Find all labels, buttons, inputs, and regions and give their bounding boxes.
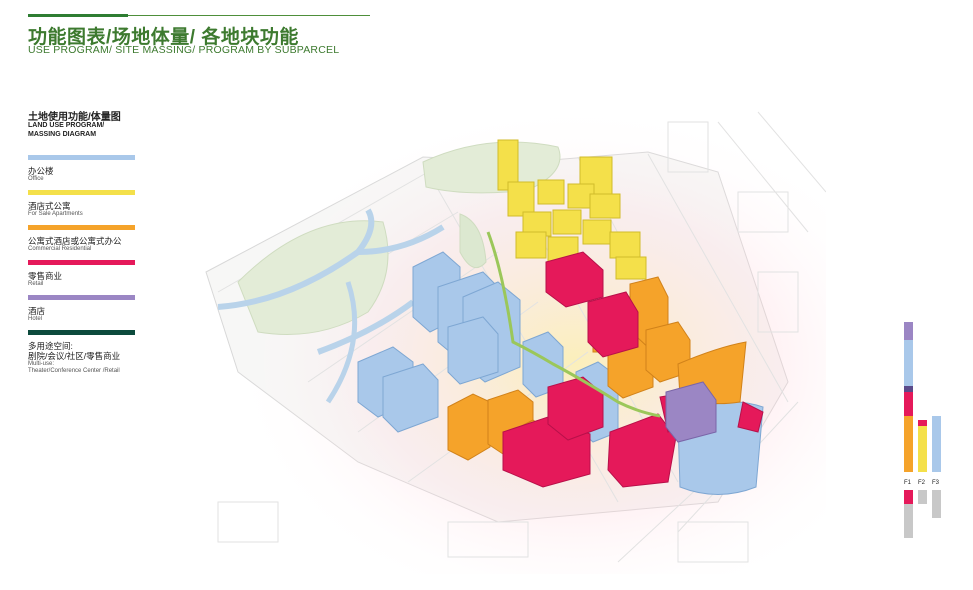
buildings-hotel	[665, 381, 717, 443]
header-rule-accent	[28, 14, 128, 17]
legend-label-cn: 零售商业	[28, 271, 63, 281]
column-f3	[932, 416, 941, 518]
legend-label-en: Retail	[28, 281, 44, 287]
massing-diagram	[198, 102, 826, 574]
segment-other	[932, 490, 941, 518]
section-subtitle-line2: MASSING DIAGRAM	[28, 131, 97, 138]
header-rule-line	[128, 15, 370, 16]
legend-label-cn-2: 剧院/会议/社区/零售商业	[28, 351, 121, 361]
segment-multi-use	[904, 386, 913, 392]
legend-label-en: For Sale Apartments	[28, 211, 83, 217]
legend-swatch	[28, 260, 135, 265]
legend-label-cn: 公寓式酒店或公寓式办公	[28, 236, 122, 246]
segment-retail	[904, 392, 913, 416]
legend-item-apartments: 酒店式公寓 For Sale Apartments	[28, 190, 138, 218]
segment-other	[918, 490, 927, 504]
legend-label-en: Office	[28, 176, 44, 182]
legend-swatch	[28, 330, 135, 335]
legend-label-cn: 多用途空间:	[28, 341, 73, 351]
legend-item-hotel: 酒店 Hotel	[28, 295, 138, 323]
segment-commercial-residential	[904, 416, 913, 472]
green-spine	[486, 231, 661, 418]
legend-item-multi-use: 多用途空间: 剧院/会议/社区/零售商业 Multi-use: Theater/…	[28, 330, 138, 375]
segment-office	[904, 340, 913, 386]
section-title: 土地使用功能/体量图	[28, 112, 121, 123]
segment-retail	[918, 420, 927, 426]
segment-hotel	[904, 322, 913, 340]
chart-label-f2: F2	[918, 480, 926, 486]
segment-retail-lower	[904, 490, 913, 504]
legend-label-en-2: Theater/Conference Center /Retail	[28, 368, 120, 374]
legend-swatch	[28, 190, 135, 195]
chart-label-f3: F3	[932, 480, 940, 486]
section-subtitle: LAND USE PROGRAM/ MASSING DIAGRAM	[28, 121, 168, 139]
legend-item-retail: 零售商业 Retail	[28, 260, 138, 288]
legend-swatch	[28, 295, 135, 300]
column-f2	[918, 420, 927, 504]
parks-and-water	[217, 141, 561, 404]
segment-apartments	[918, 426, 927, 472]
legend-label-en: Hotel	[28, 316, 43, 322]
legend-swatch	[28, 225, 135, 230]
legend-label-en: Commercial Residential	[28, 246, 92, 252]
legend-label-cn: 酒店	[28, 306, 46, 316]
legend-label-cn: 酒店式公寓	[28, 201, 71, 211]
segment-other	[904, 504, 913, 538]
legend-label-en: Multi-use:	[28, 361, 55, 367]
legend-item-office: 办公楼 Office	[28, 155, 138, 183]
legend-label-cn: 办公楼	[28, 166, 54, 176]
page-subtitle: USE PROGRAM/ SITE MASSING/ PROGRAM BY SU…	[28, 44, 340, 56]
page-title: 功能图表/场地体量/ 各地块功能	[28, 27, 299, 48]
floor-area-chart: F1 F2 F3	[904, 322, 941, 538]
chart-label-f1: F1	[904, 480, 912, 486]
segment-office	[932, 416, 941, 472]
header-rule	[28, 14, 370, 17]
legend-swatch	[28, 155, 135, 160]
legend-item-commercial-residential: 公寓式酒店或公寓式办公 Commercial Residential	[28, 225, 138, 253]
column-f1	[904, 322, 913, 538]
section-subtitle-line1: LAND USE PROGRAM/	[28, 122, 105, 129]
